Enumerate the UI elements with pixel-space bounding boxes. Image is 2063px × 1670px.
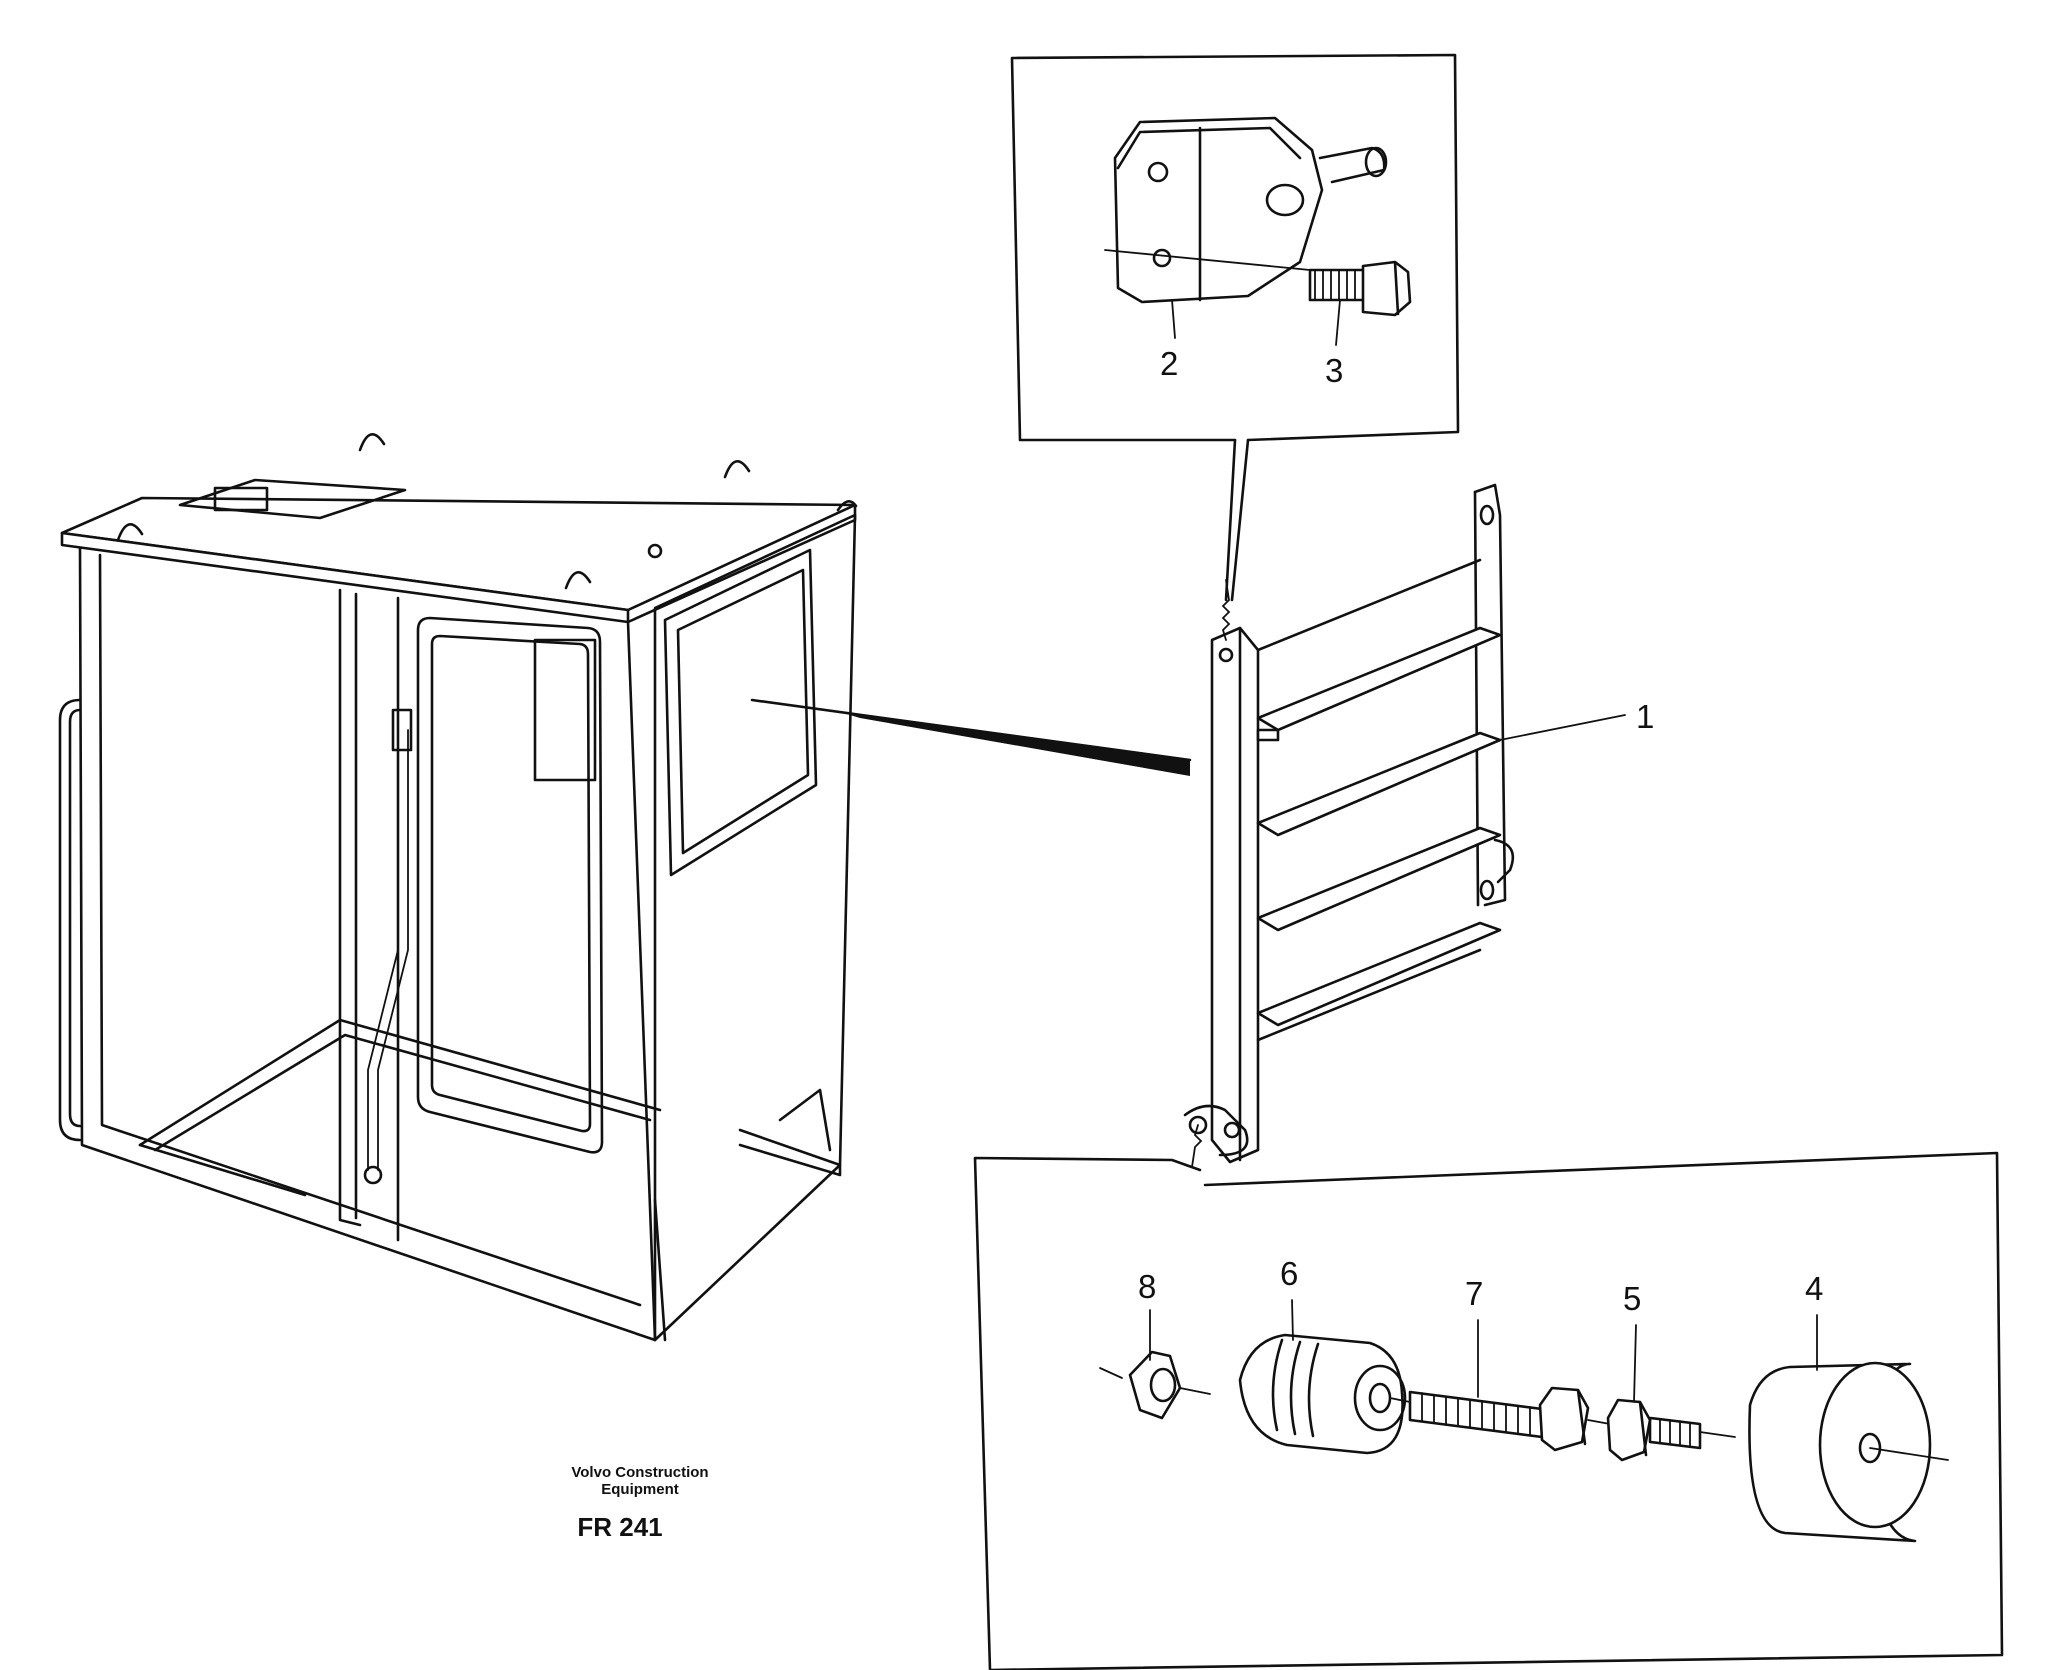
callout-1: 1 [1636, 698, 1654, 735]
figure-code: FR 241 [577, 1512, 663, 1542]
company-line-2: Equipment [601, 1481, 679, 1498]
callout-2: 2 [1160, 345, 1178, 382]
callout-5: 5 [1623, 1280, 1641, 1317]
callout-7: 7 [1465, 1275, 1483, 1312]
company-caption: Volvo Construction Equipment [520, 1464, 760, 1498]
callout-8: 8 [1138, 1268, 1156, 1305]
company-line-1: Volvo Construction [571, 1464, 709, 1481]
callout-3: 3 [1325, 352, 1343, 389]
door-step-assembly [1183, 483, 1515, 1168]
callout-6: 6 [1280, 1255, 1298, 1292]
callout-4: 4 [1805, 1270, 1823, 1307]
detail-box-buffer-parts: 8 6 7 5 4 [973, 1151, 2004, 1670]
detail-box-hinge-plate: 2 3 [1010, 53, 1460, 602]
cab-illustration [58, 433, 1192, 1342]
